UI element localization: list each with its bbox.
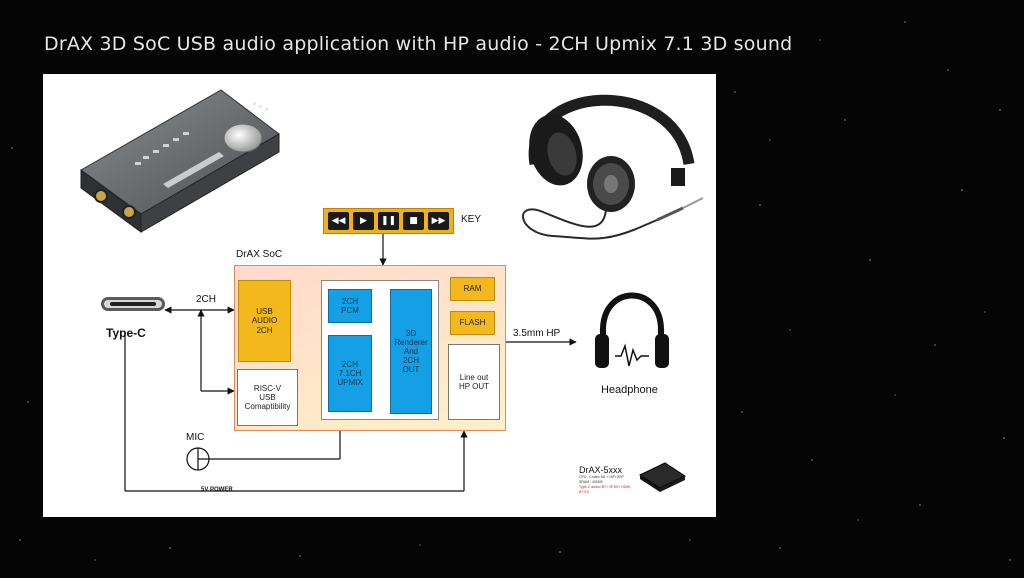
upmix-block: 2CH 7.1CH UPMIX	[328, 335, 372, 412]
pause-icon: ❚❚	[378, 212, 399, 230]
chip-image	[638, 462, 687, 492]
play-icon: ▶	[353, 212, 374, 230]
slide-title: DrAX 3D SoC USB audio application with H…	[44, 33, 793, 55]
rewind-icon: ◀◀	[328, 212, 349, 230]
usb-audio-block: USB AUDIO 2CH	[238, 280, 291, 362]
headphone-label: Headphone	[601, 384, 658, 396]
usb-dac-device-image	[80, 89, 280, 233]
key-label: KEY	[461, 214, 482, 225]
renderer-block: 3D Renderer And 2CH OUT	[390, 289, 432, 414]
ram-block: RAM	[450, 277, 495, 301]
headphones-image	[521, 94, 704, 240]
chip-spec-line: BT 5.0	[579, 489, 590, 494]
stop-icon: ■	[403, 212, 424, 230]
diagram-panel: Type-C 2CH 3.5mm HP Headphone MIC 5V POW…	[43, 74, 716, 517]
chip-name: DrAX-5xxx	[579, 465, 623, 475]
chip-spec-line: Type-C audio/ BT / SPDIF/ HDMI	[579, 484, 631, 489]
diagram-graphics	[80, 89, 704, 492]
type-c-port-icon	[101, 297, 165, 311]
flash-block: FLASH	[450, 311, 495, 335]
mic-label: MIC	[186, 432, 205, 443]
type-c-label: Type-C	[106, 326, 146, 340]
link-2ch-label: 2CH	[196, 294, 217, 305]
media-key-bar: ◀◀ ▶ ❚❚ ■ ▶▶	[323, 208, 454, 234]
soc-label: DrAX SoC	[236, 249, 283, 260]
pcm-block: 2CH PCM	[328, 289, 372, 323]
chip-info: DrAX-5xxx CPU : Cortex M4 + HiFi DSP SRA…	[579, 465, 630, 495]
fast-forward-icon: ▶▶	[428, 212, 449, 230]
line-out-block: Line out HP OUT	[448, 344, 500, 420]
headphone-icon	[595, 292, 669, 368]
risc-v-block: RISC-V USB Comaptibility	[237, 369, 298, 426]
power-label: 5V POWER	[201, 487, 233, 493]
chip-spec-line: SRAM : 400KB	[579, 479, 603, 484]
hp-output-label: 3.5mm HP	[513, 328, 561, 339]
chip-spec-line: CPU : Cortex M4 + HiFi DSP	[579, 475, 624, 479]
